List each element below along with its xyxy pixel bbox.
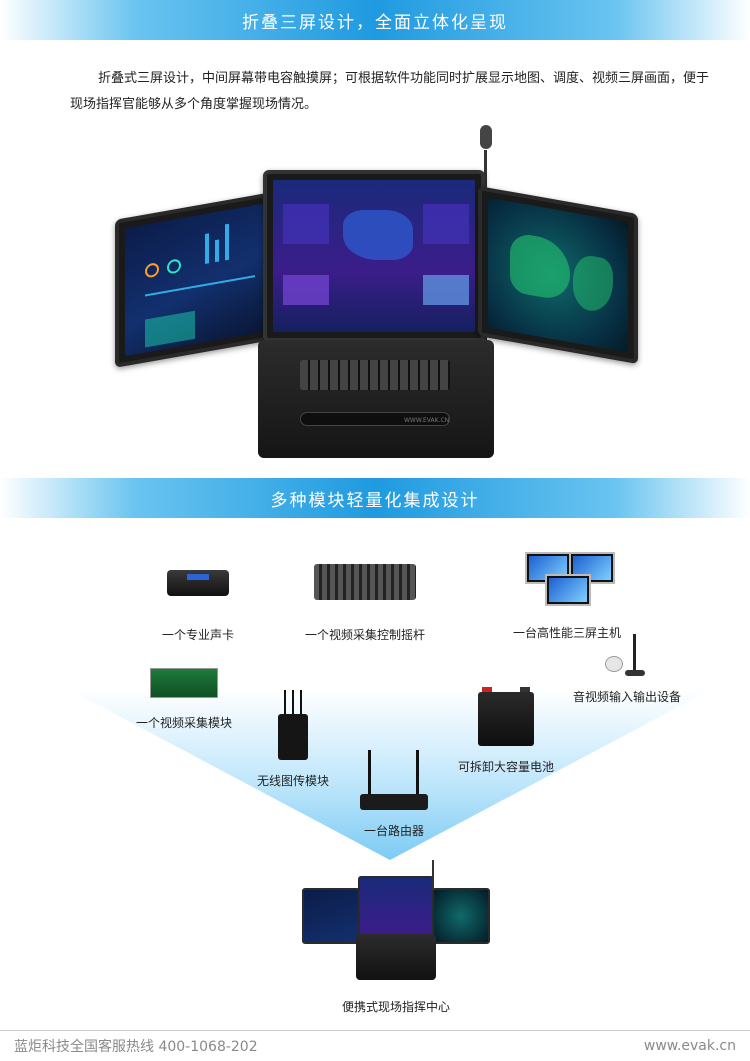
router-icon (360, 748, 428, 810)
mini-right-screen (432, 888, 490, 944)
sound-card-icon (167, 570, 229, 596)
module-label: 一台路由器 (363, 824, 424, 838)
camera-microphone-icon (603, 634, 651, 678)
dashboard-ring-icon (167, 258, 181, 275)
dashboard-bar (215, 239, 219, 263)
microphone-icon (480, 125, 492, 149)
portable-command-center-image (300, 860, 492, 984)
dashboard-bar (225, 223, 229, 261)
module-capture: 一个视频采集模块 (126, 668, 242, 731)
china-map-shape (343, 210, 413, 260)
footer: 蓝炬科技全国客服热线 400-1068-202 www.evak.cn (0, 1030, 750, 1061)
stats-panel (283, 204, 329, 244)
mini-left-screen (302, 888, 360, 944)
three-screen-device-image: WWW.EVAK.CN (0, 120, 750, 465)
intro-paragraph: 折叠式三屏设计，中间屏幕带电容触摸屏；可根据软件功能同时扩展显示地图、调度、视频… (70, 71, 710, 112)
module-label: 音视频输入输出设备 (572, 690, 681, 704)
section-banner-modules: 多种模块轻量化集成设计 (0, 478, 750, 518)
chart-panel (283, 275, 329, 305)
capture-card-icon (150, 668, 218, 698)
center-touchscreen (263, 170, 485, 342)
world-map-shape (510, 231, 570, 303)
dashboard-bar (205, 233, 209, 264)
left-screen (115, 190, 283, 368)
right-screen (478, 185, 638, 365)
module-host: 一台高性能三屏主机 (500, 552, 634, 641)
section-title: 折叠三屏设计，全面立体化呈现 (242, 12, 508, 33)
module-sound-card: 一个专业声卡 (138, 570, 258, 643)
mini-base (356, 934, 436, 980)
module-label: 一个视频采集模块 (135, 716, 232, 730)
stats-panel (423, 204, 469, 244)
module-label: 一个专业声卡 (161, 628, 234, 642)
module-label: 一台高性能三屏主机 (512, 626, 621, 640)
dashboard-line (145, 275, 255, 297)
module-label: 可拆卸大容量电池 (457, 760, 554, 774)
footer-site-link[interactable]: www.evak.cn (643, 1038, 736, 1054)
keyboard (300, 360, 450, 390)
footer-hotline: 蓝炬科技全国客服热线 400-1068-202 (14, 1039, 258, 1055)
three-screen-host-icon (515, 552, 619, 614)
section-banner-design: 折叠三屏设计，全面立体化呈现 (0, 0, 750, 40)
module-label: 无线图传模块 (256, 774, 329, 788)
device-brand-mark: WWW.EVAK.CN (404, 417, 450, 424)
device-base (258, 340, 494, 458)
mini-center-screen (358, 876, 434, 936)
dashboard-ring-icon (145, 262, 159, 279)
module-av-device: 音视频输入输出设备 (565, 634, 689, 705)
world-map-shape (573, 252, 613, 315)
module-label: 一个视频采集控制摇杆 (304, 628, 425, 642)
module-controller: 一个视频采集控制摇杆 (290, 564, 440, 643)
carry-handle (300, 412, 450, 426)
module-wireless: 无线图传模块 (245, 686, 341, 789)
command-center-label: 便携式现场指挥中心 (341, 1000, 450, 1014)
section-title: 多种模块轻量化集成设计 (270, 490, 480, 511)
mini-microphone-icon (432, 860, 434, 890)
battery-icon (478, 687, 534, 746)
dashboard-area (145, 310, 195, 348)
wireless-transmitter-icon (278, 686, 308, 760)
video-controller-icon (314, 564, 416, 600)
module-battery: 可拆卸大容量电池 (444, 687, 568, 775)
video-thumbnail (423, 275, 469, 305)
module-router: 一台路由器 (344, 748, 444, 839)
